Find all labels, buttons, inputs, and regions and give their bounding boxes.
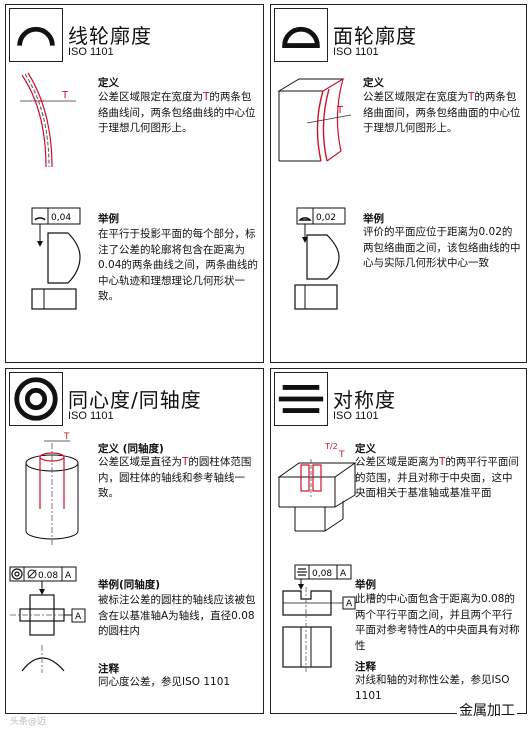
example-text: 被标注公差的圆柱的轴线应该被包含在以基准轴A为轴线，直径0.08 的圆柱内 (98, 594, 256, 637)
half-tolerance-label: T/2 (324, 442, 338, 451)
frame-value: 0,02 (316, 213, 336, 223)
panel-line-profile: 线轮廓度 ISO 1101 T 定义 公差区域限定在宽度为T的两条包络曲线间，两… (5, 4, 264, 363)
definition-heading: 定义 (98, 77, 119, 89)
line-profile-example-figure: 0,04 (31, 207, 81, 310)
surface-profile-example-figure: 0,02 (294, 207, 346, 310)
frame-datum: A (340, 569, 347, 579)
concentric-circles-icon (9, 372, 63, 426)
watermark: 头条@迈 (10, 717, 47, 727)
standard-label: ISO 1101 (68, 46, 114, 58)
panel-title: 对称度 (333, 388, 396, 412)
line-profile-arc-icon (9, 8, 63, 62)
symmetry-example-figure: 0,08 A A (282, 564, 356, 673)
surface-profile-definition-figure: T (277, 78, 352, 162)
datum-label: A (346, 599, 353, 609)
tolerance-letter: T (336, 105, 344, 116)
example-text: 评价的平面应位于距离为0.02的两包络曲面之间，该包络曲线的中心与实际几何形状中… (363, 226, 521, 269)
note-heading: 注释 (355, 661, 376, 673)
definition-text: 公差区域限定在宽度为T的两条包络曲线间，两条包络曲线的中心位于理想几何图形上。 (98, 91, 256, 134)
note-text: 同心度公差，参见ISO 1101 (98, 676, 231, 688)
definition-heading: 定义 (363, 77, 384, 89)
example-text: 在平行于投影平面的每个部分，标注了公差的轮廓将包含在距离为0.04的两条曲线之间… (98, 228, 258, 302)
note-text: 对线和轴的对称性公差，参见ISO 1101 (355, 674, 510, 702)
panel-surface-profile: 面轮廓度 ISO 1101 T 定义 公差区域限定在宽度为T的两条包络曲面间，两… (270, 4, 527, 363)
datum-label: A (75, 612, 82, 622)
standard-label: ISO 1101 (333, 46, 379, 58)
tolerance-letter: T (338, 450, 345, 460)
symmetry-definition-figure: T/2 T (277, 442, 357, 532)
panel-title: 面轮廓度 (333, 24, 417, 48)
panel-title: 线轮廓度 (68, 24, 152, 48)
frame-value: 0,08 (312, 569, 332, 579)
definition-text: 公差区域是距离为T的两平行平面间的范围，并且对称于中央面，这中央面相关于基准轴或… (355, 456, 519, 499)
symmetry-lines-icon (274, 372, 328, 426)
frame-value: 0,04 (51, 213, 71, 223)
note-heading: 注释 (98, 663, 119, 675)
standard-label: ISO 1101 (333, 410, 379, 422)
frame-value: 0.08 (38, 571, 58, 581)
definition-text: 公差区域是直径为T的圆柱体范围内，圆柱体的轴线和参考轴线一致。 (98, 456, 252, 499)
concentricity-definition-figure: T (25, 432, 79, 545)
tolerance-letter: T (63, 432, 70, 442)
concentricity-example-figure: 0.08 A A (9, 566, 86, 673)
brand-label: 金属加工 (457, 700, 517, 720)
example-heading: 举例 (363, 213, 384, 225)
panel-concentricity: 同心度/同轴度 ISO 1101 T 定义 (同轴度) 公差区域是直径为T的圆柱… (5, 368, 264, 714)
example-text: 此槽的中心面包含于距离为0.08的两个平行平面之间，并且两个平行平面对参考特性A… (355, 593, 520, 652)
tolerance-letter: T (61, 90, 69, 101)
frame-datum: A (65, 571, 72, 581)
example-heading: 举例(同轴度) (98, 579, 161, 591)
definition-text: 公差区域限定在宽度为T的两条包络曲面间，两条包络曲面的中心位于理想几何图形上。 (363, 91, 521, 134)
standard-label: ISO 1101 (68, 410, 114, 422)
example-heading: 举例 (98, 213, 119, 225)
definition-heading: 定义 (355, 443, 376, 455)
panel-title: 同心度/同轴度 (68, 388, 202, 412)
surface-profile-icon (274, 8, 328, 62)
definition-heading: 定义 (同轴度) (98, 443, 164, 455)
example-heading: 举例 (355, 579, 376, 591)
panel-symmetry: 对称度 ISO 1101 T/2 T 定义 公差区域是距离为T的两平行平面间的范… (270, 368, 527, 714)
line-profile-definition-figure: T (20, 72, 76, 168)
